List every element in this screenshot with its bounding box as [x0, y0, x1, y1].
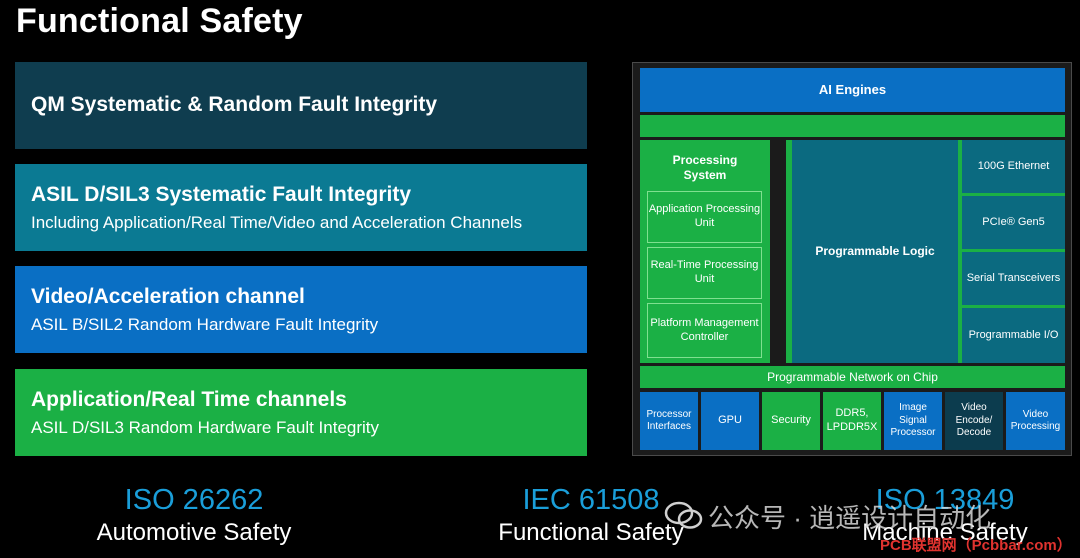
processor-interfaces-block: Processor Interfaces	[640, 392, 698, 450]
standard-label-machine: Machine Safety	[862, 519, 1028, 546]
qm-band: QM Systematic & Random Fault Integrity	[15, 62, 587, 149]
pcie-block: PCIe® Gen5	[962, 196, 1065, 249]
rpu-block: Real-Time Processing Unit	[647, 247, 762, 299]
page-title: Functional Safety	[16, 2, 303, 40]
asil-subtext: Including Application/Real Time/Video an…	[31, 213, 523, 232]
serial-transceivers-block: Serial Transceivers	[962, 252, 1065, 305]
watermark-site: PCB联盟网（Pcbbar.com）	[880, 537, 1072, 554]
programmable-logic-block: Programmable Logic	[792, 140, 958, 363]
app-heading: Application/Real Time channels	[31, 388, 347, 411]
ddr-block: DDR5, LPDDR5X	[823, 392, 881, 450]
security-block: Security	[762, 392, 820, 450]
ai-engines-block: AI Engines	[640, 68, 1065, 112]
standard-code-iso13849: ISO 13849	[875, 484, 1015, 516]
video-encode-decode-block: Video Encode/ Decode	[945, 392, 1003, 450]
standard-code-iec61508: IEC 61508	[522, 484, 660, 516]
wechat-icon	[664, 501, 703, 529]
processing-system-block: Processing System Application Processing…	[640, 140, 770, 363]
apu-block: Application Processing Unit	[647, 191, 762, 243]
programmable-io-block: Programmable I/O	[962, 308, 1065, 363]
app-band: Application/Real Time channels ASIL D/SI…	[15, 369, 587, 456]
green-strip	[640, 115, 1065, 137]
ethernet-block: 100G Ethernet	[962, 140, 1065, 193]
qm-heading: QM Systematic & Random Fault Integrity	[31, 93, 438, 116]
pmc-block: Platform Management Controller	[647, 303, 762, 358]
standard-code-iso26262: ISO 26262	[124, 484, 264, 516]
video-band: Video/Acceleration channel ASIL B/SIL2 R…	[15, 266, 587, 353]
video-subtext: ASIL B/SIL2 Random Hardware Fault Integr…	[31, 315, 379, 334]
chip-diagram: AI Engines Processing System Application…	[632, 62, 1072, 456]
asil-heading: ASIL D/SIL3 Systematic Fault Integrity	[31, 183, 412, 206]
video-processing-block: Video Processing	[1006, 392, 1065, 450]
noc-block: Programmable Network on Chip	[640, 366, 1065, 388]
gpu-block: GPU	[701, 392, 759, 450]
asil-band: ASIL D/SIL3 Systematic Fault Integrity I…	[15, 164, 587, 251]
video-heading: Video/Acceleration channel	[31, 285, 305, 308]
processing-system-label: Processing System	[672, 153, 738, 182]
app-subtext: ASIL D/SIL3 Random Hardware Fault Integr…	[31, 418, 380, 437]
image-signal-processor-block: Image Signal Processor	[884, 392, 942, 450]
watermark-text: 公众号 · 逍遥设计自动化	[708, 503, 992, 533]
standard-label-automotive: Automotive Safety	[96, 519, 292, 546]
standard-label-functional: Functional Safety	[498, 519, 684, 546]
